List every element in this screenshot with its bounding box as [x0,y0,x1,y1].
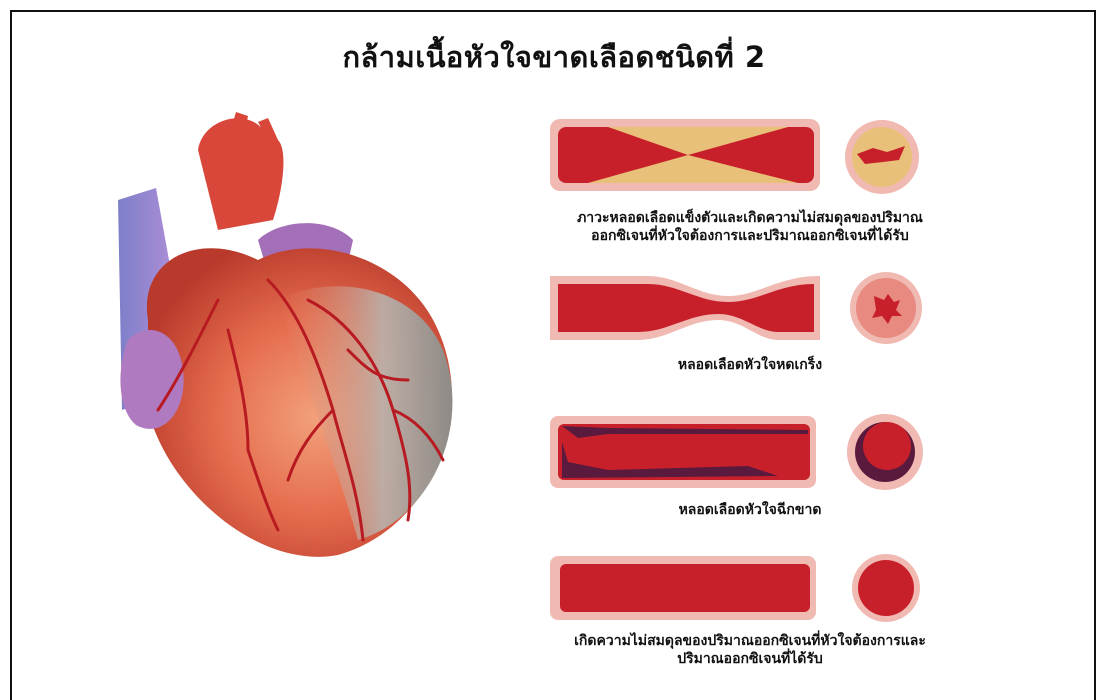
cross-section-mismatch [850,552,922,624]
caption-line: ออกซิเจนที่หัวใจต้องการและปริมาณออกซิเจน… [560,227,940,245]
vessel-mismatch [548,552,828,624]
cross-section-spasm [848,270,924,346]
vessel-atherosclerosis [548,115,828,195]
caption-line: หลอดเลือดหัวใจฉีกขาด [560,501,940,519]
heart-illustration [108,110,488,580]
cross-section-atherosclerosis [843,118,921,196]
caption-line: ปริมาณออกซิเจนที่ได้รับ [555,650,945,668]
cross-section-dissection [845,412,925,492]
figure-title: กล้ามเนื้อหัวใจขาดเลือดชนิดที่ 2 [0,34,1108,80]
vessel-dissection [548,412,828,492]
caption-dissection: หลอดเลือดหัวใจฉีกขาด [560,501,940,519]
caption-spasm: หลอดเลือดหัวใจหดเกร็ง [560,356,940,374]
atrium-shape [120,330,183,429]
vessel-spasm [548,270,828,346]
caption-line: ภาวะหลอดเลือดแข็งตัวและเกิดความไม่สมดุลข… [560,209,940,227]
caption-line: หลอดเลือดหัวใจหดเกร็ง [560,356,940,374]
caption-mismatch: เกิดความไม่สมดุลของปริมาณออกซิเจนที่หัวใ… [555,632,945,668]
caption-line: เกิดความไม่สมดุลของปริมาณออกซิเจนที่หัวใ… [555,632,945,650]
caption-atherosclerosis: ภาวะหลอดเลือดแข็งตัวและเกิดความไม่สมดุลข… [560,209,940,245]
